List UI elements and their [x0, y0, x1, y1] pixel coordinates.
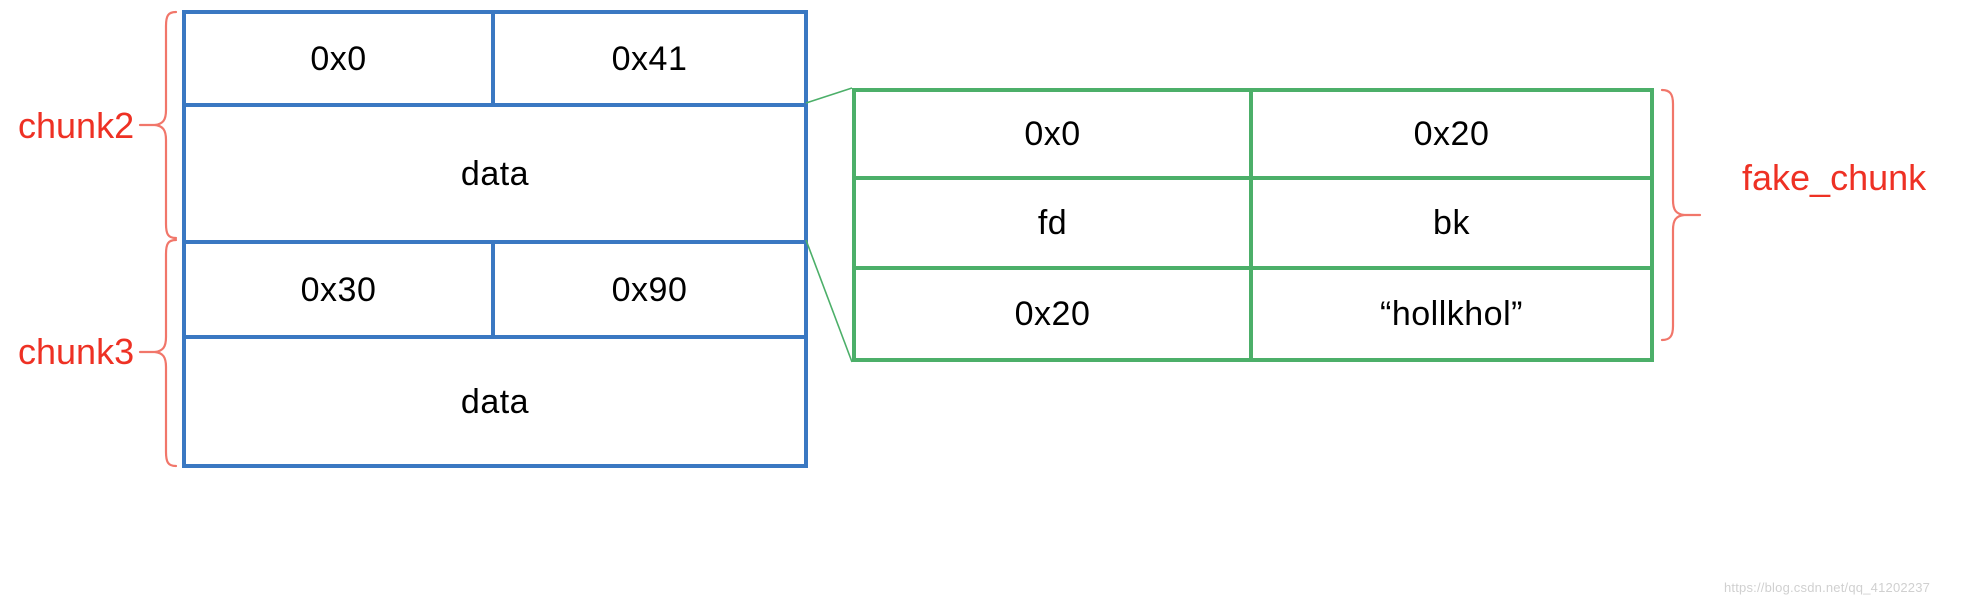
- chunk-memory-table: 0x0 0x41 data 0x30 0x90 data: [182, 10, 808, 468]
- table-cell-payload: “hollkhol”: [1253, 270, 1650, 358]
- cell-value: bk: [1433, 204, 1470, 242]
- cell-value: 0x0: [1024, 115, 1081, 153]
- table-cell-size: 0x90: [495, 244, 804, 335]
- callout-connector-bottom: [805, 239, 853, 363]
- table-row: 0x30 0x90: [186, 244, 804, 339]
- cell-value: fd: [1037, 204, 1068, 242]
- table-cell-fd: fd: [856, 180, 1253, 266]
- table-cell-prev-size: 0x30: [186, 244, 495, 335]
- table-row: 0x0 0x20: [856, 92, 1650, 180]
- annotation-label-chunk2: chunk2: [18, 105, 135, 146]
- table-cell-size: 0x20: [1253, 92, 1650, 176]
- bracket-chunk2: [138, 10, 178, 240]
- table-row: 0x0 0x41: [186, 14, 804, 107]
- table-row: fd bk: [856, 180, 1650, 270]
- cell-value: 0x30: [300, 270, 377, 309]
- annotation-label-chunk3: chunk3: [18, 331, 135, 372]
- callout-connector-top: [805, 87, 853, 104]
- cell-value: 0x20: [1014, 295, 1091, 333]
- cell-value: 0x0: [310, 39, 367, 78]
- table-cell-prev-size: 0x0: [186, 14, 495, 103]
- cell-value: 0x90: [611, 270, 688, 309]
- annotation-label-fake-chunk: fake_chunk: [1742, 157, 1927, 198]
- cell-value: 0x20: [1413, 115, 1490, 153]
- cell-value: data: [460, 382, 530, 421]
- fake-chunk-table: 0x0 0x20 fd bk 0x20 “hollkhol”: [852, 88, 1654, 362]
- table-row: 0x20 “hollkhol”: [856, 270, 1650, 358]
- table-cell-size: 0x41: [495, 14, 804, 103]
- cell-value: data: [460, 154, 530, 193]
- cell-value: 0x41: [611, 39, 688, 78]
- bracket-chunk3: [138, 238, 178, 468]
- table-row: data: [186, 107, 804, 244]
- table-cell-bk: bk: [1253, 180, 1650, 266]
- table-cell-prev-size: 0x0: [856, 92, 1253, 176]
- watermark: https://blog.csdn.net/qq_41202237: [1724, 580, 1931, 595]
- table-row: data: [186, 339, 804, 464]
- cell-value: “hollkhol”: [1380, 295, 1523, 333]
- bracket-fake-chunk: [1660, 88, 1702, 342]
- table-cell-next-size: 0x20: [856, 270, 1253, 358]
